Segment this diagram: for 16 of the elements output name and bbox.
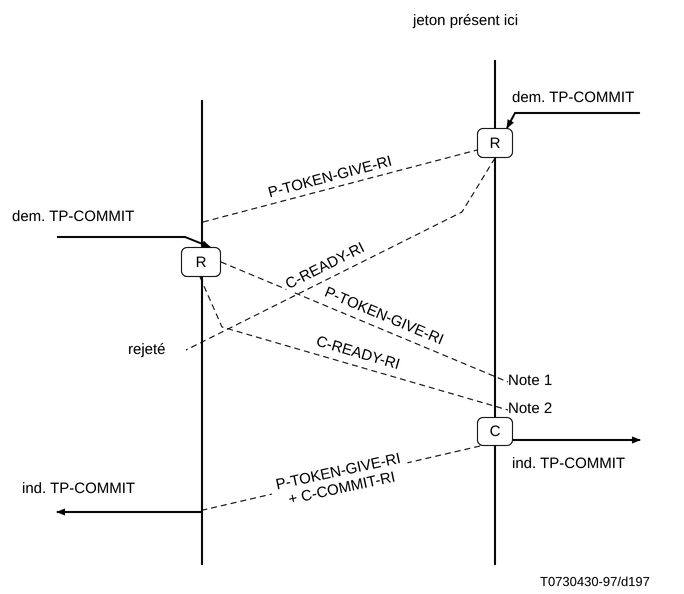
- arrow: [506, 112, 640, 129]
- state-box: R: [181, 247, 221, 277]
- message-text: ind. TP-COMMIT: [22, 480, 136, 498]
- message-line: [200, 276, 508, 410]
- message-line: [202, 150, 478, 222]
- state-box: R: [477, 128, 513, 158]
- note-text: Note 1: [508, 372, 564, 392]
- lifeline-caption: jeton présent ici: [413, 12, 518, 30]
- note-text: rejeté: [128, 341, 186, 361]
- arrow: [513, 436, 641, 444]
- message-line: [220, 262, 508, 382]
- arrow: [57, 236, 211, 248]
- figure-reference: T0730430-97/d197: [540, 573, 650, 591]
- note-text: Note 2: [508, 400, 564, 420]
- state-box: C: [477, 417, 513, 446]
- message-line: [186, 158, 496, 350]
